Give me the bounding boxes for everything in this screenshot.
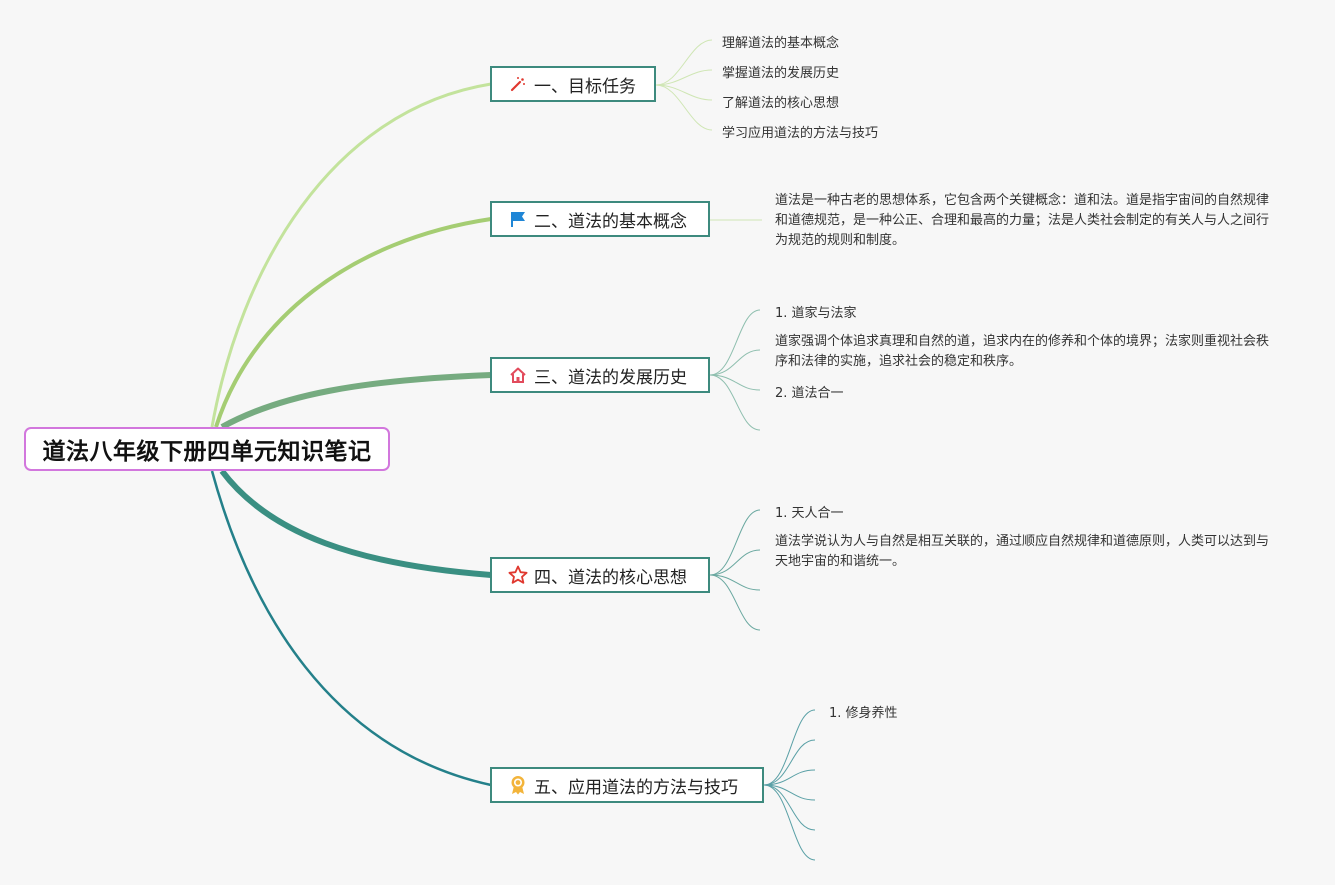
leaf-line-5-5 xyxy=(763,784,816,831)
leaf-line-4-1 xyxy=(709,509,761,576)
leaf-line-1-2 xyxy=(655,69,713,86)
core-paragraph[interactable]: 道法学说认为人与自然是相互关联的，通过顺应自然规律和道德原则，人类可以达到与天地… xyxy=(775,534,1270,569)
topic-label: 四、道法的核心思想 xyxy=(534,567,687,588)
leaf-line-4-4 xyxy=(709,574,761,631)
concept-paragraph[interactable]: 道法是一种古老的思想体系，它包含两个关键概念：道和法。道是指宇宙间的自然规律和道… xyxy=(775,193,1270,248)
branch-line-4 xyxy=(219,469,492,578)
leaf-goal-2[interactable]: 掌握道法的发展历史 xyxy=(722,66,840,81)
leaf-line-4-2 xyxy=(709,549,761,576)
leaf-line-3-2 xyxy=(709,349,761,376)
topic-label: 三、道法的发展历史 xyxy=(534,367,687,388)
star-icon xyxy=(508,565,528,585)
leaf-line-5-1 xyxy=(763,709,816,786)
branch-line-3 xyxy=(220,372,492,430)
leaf-goal-1[interactable]: 理解道法的基本概念 xyxy=(722,36,840,51)
leaf-core-1[interactable]: 1. 天人合一 xyxy=(775,506,844,521)
topic-core-ideas[interactable]: 四、道法的核心思想 xyxy=(490,557,710,593)
leaf-goal-3[interactable]: 了解道法的核心思想 xyxy=(722,96,840,111)
magic-wand-icon xyxy=(508,74,528,94)
branch-line-1 xyxy=(210,82,492,428)
leaf-line-5-4 xyxy=(763,784,816,801)
leaf-line-5-6 xyxy=(763,784,816,861)
leaf-history-1[interactable]: 1. 道家与法家 xyxy=(775,306,857,321)
history-paragraph[interactable]: 道家强调个体追求真理和自然的道，追求内在的修养和个体的境界；法家则重视社会秩序和… xyxy=(775,334,1270,369)
leaf-line-1-1 xyxy=(655,39,713,86)
leaf-line-1-3 xyxy=(655,84,713,101)
root-topic[interactable]: 道法八年级下册四单元知识笔记 xyxy=(24,427,390,471)
topic-basic-concept[interactable]: 二、道法的基本概念 xyxy=(490,201,710,237)
leaf-line-1-4 xyxy=(655,84,713,131)
leaf-line-5-2 xyxy=(763,739,816,786)
topic-label: 一、目标任务 xyxy=(534,76,636,97)
leaf-line-3-4 xyxy=(709,374,761,431)
award-icon xyxy=(508,775,528,795)
leaf-history-2[interactable]: 2. 道法合一 xyxy=(775,386,844,401)
leaf-line-5-3 xyxy=(763,769,816,786)
leaf-application-1[interactable]: 1. 修身养性 xyxy=(829,706,898,721)
flag-icon xyxy=(508,209,528,229)
branch-line-5 xyxy=(210,470,492,787)
topic-label: 五、应用道法的方法与技巧 xyxy=(534,777,738,798)
topic-application[interactable]: 五、应用道法的方法与技巧 xyxy=(490,767,764,803)
leaf-line-3-3 xyxy=(709,374,761,391)
branch-line-2 xyxy=(214,217,492,428)
topic-goals[interactable]: 一、目标任务 xyxy=(490,66,656,102)
home-icon xyxy=(508,365,528,385)
topic-label: 二、道法的基本概念 xyxy=(534,211,687,232)
leaf-line-3-1 xyxy=(709,309,761,376)
leaf-line-4-3 xyxy=(709,574,761,591)
topic-history[interactable]: 三、道法的发展历史 xyxy=(490,357,710,393)
root-title: 道法八年级下册四单元知识笔记 xyxy=(42,439,372,465)
leaf-goal-4[interactable]: 学习应用道法的方法与技巧 xyxy=(722,126,879,141)
